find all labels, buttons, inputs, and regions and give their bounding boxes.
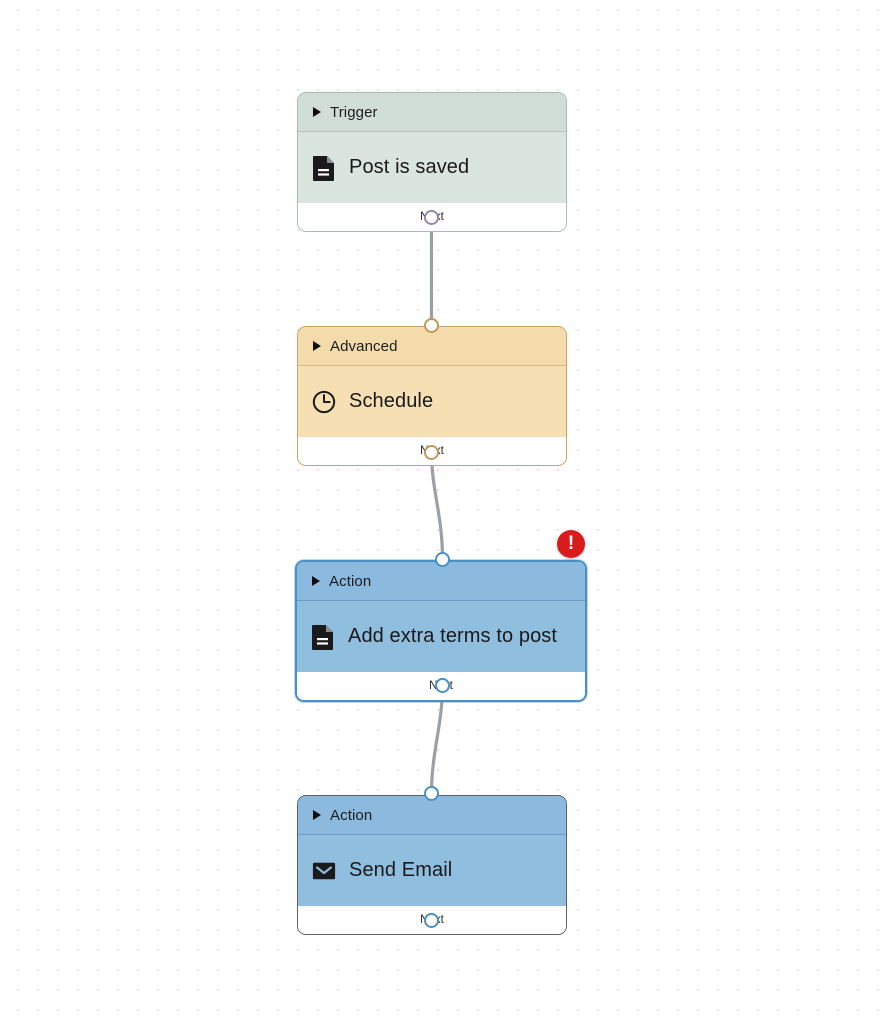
workflow-node-trigger[interactable]: Trigger Post is saved Next <box>297 92 567 232</box>
node-body-trigger[interactable]: Post is saved <box>298 132 566 203</box>
error-badge-symbol: ! <box>567 533 575 554</box>
handle-advanced-out[interactable] <box>424 445 439 460</box>
disclosure-triangle-icon[interactable] <box>313 341 321 351</box>
envelope-icon <box>312 862 336 879</box>
disclosure-triangle-icon[interactable] <box>313 107 321 117</box>
error-badge[interactable]: ! <box>557 530 585 558</box>
node-body-advanced[interactable]: Schedule <box>298 366 566 437</box>
handle-action1-out[interactable] <box>435 678 450 693</box>
node-body-action[interactable]: Add extra terms to post <box>297 601 585 672</box>
node-title: Send Email <box>349 859 453 881</box>
node-title: Add extra terms to post <box>348 625 558 647</box>
handle-trigger-out[interactable] <box>424 210 439 225</box>
node-category-label: Action <box>329 572 372 590</box>
disclosure-triangle-icon[interactable] <box>312 576 320 586</box>
node-header-action[interactable]: Action <box>297 562 585 601</box>
handle-advanced-in[interactable] <box>424 318 439 333</box>
workflow-node-action-add-terms[interactable]: Action Add extra terms to post Next <box>295 560 587 702</box>
node-category-label: Action <box>330 806 373 824</box>
node-header-action[interactable]: Action <box>298 796 566 835</box>
handle-action2-out[interactable] <box>424 913 439 928</box>
handle-action2-in[interactable] <box>424 786 439 801</box>
node-title: Post is saved <box>349 156 470 178</box>
node-header-trigger[interactable]: Trigger <box>298 93 566 132</box>
node-title: Schedule <box>349 390 434 412</box>
node-header-advanced[interactable]: Advanced <box>298 327 566 366</box>
document-icon <box>312 624 333 650</box>
node-category-label: Trigger <box>330 103 378 121</box>
document-icon <box>313 155 334 181</box>
disclosure-triangle-icon[interactable] <box>313 810 321 820</box>
handle-action1-in[interactable] <box>435 552 450 567</box>
workflow-node-action-send-email[interactable]: Action Send Email Next <box>297 795 567 935</box>
workflow-node-advanced[interactable]: Advanced Schedule Next <box>297 326 567 466</box>
node-body-action[interactable]: Send Email <box>298 835 566 906</box>
clock-icon <box>312 390 336 413</box>
node-category-label: Advanced <box>330 337 398 355</box>
edge-advanced-to-action1 <box>429 450 445 561</box>
